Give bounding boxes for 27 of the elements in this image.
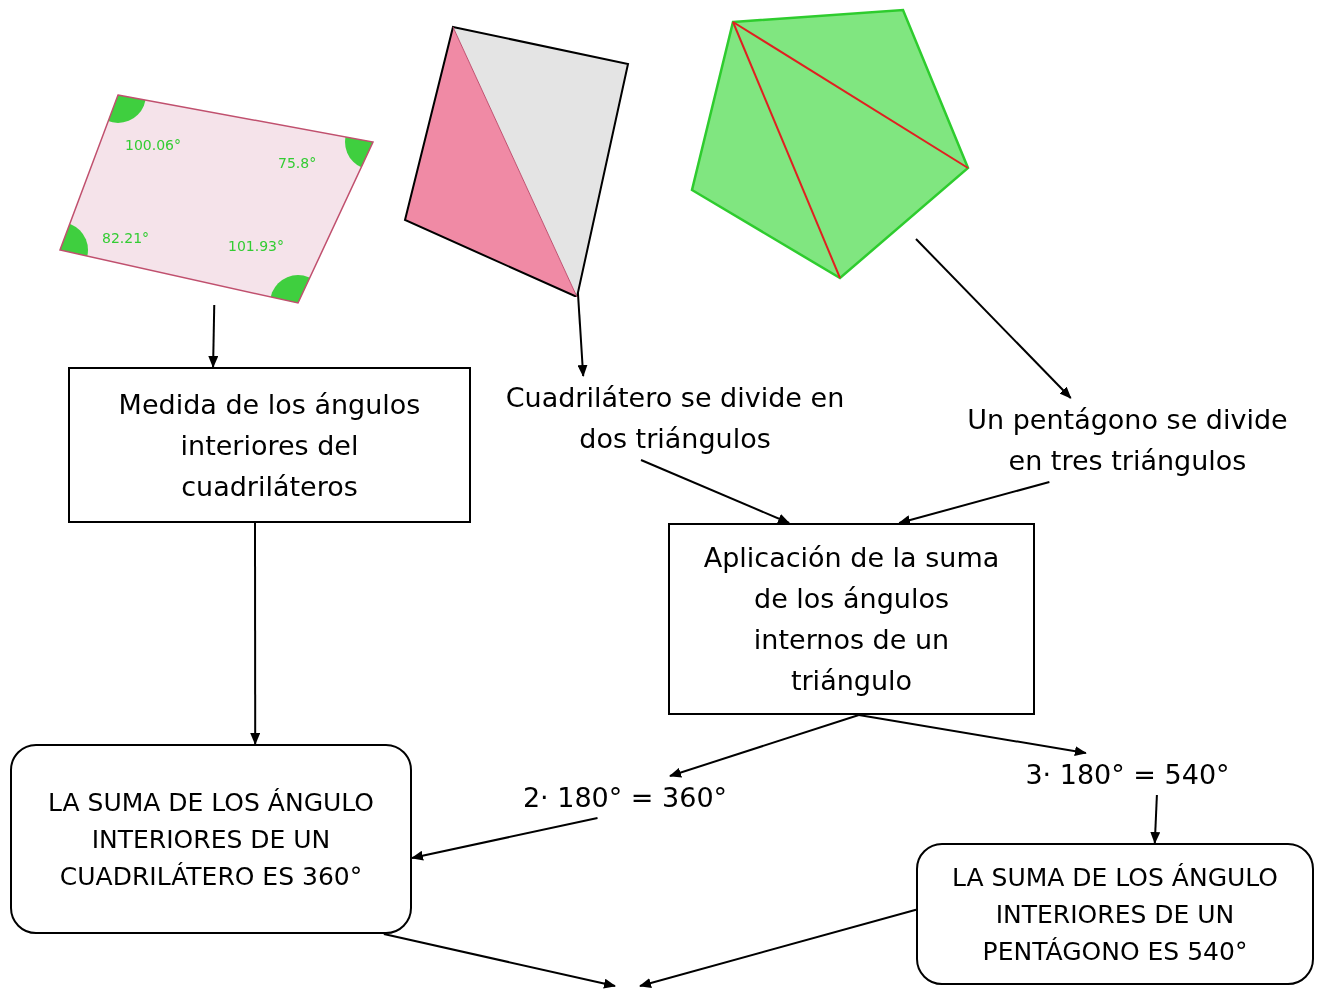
arrow — [250, 522, 261, 745]
arrow — [1150, 794, 1161, 844]
box-text: Medida de los ángulos interiores del cuadriláteros — [117, 387, 422, 504]
conclusion-box — [916, 843, 1314, 985]
arrow — [669, 714, 860, 778]
calculation-text: 2· 180° = 360° — [522, 780, 728, 815]
angle-label: 100.06° — [125, 137, 181, 153]
box-text: Aplicación de la suma de los ángulos internos de un triángulo — [702, 541, 1001, 698]
step-text: Cuadrilátero se divide en dos triángulos — [505, 381, 845, 456]
step-text: Un pentágono se divide en tres triángulos — [966, 403, 1289, 478]
box-text: LA SUMA DE LOS ÁNGULO INTERIORES DE UN CUADRILÁTERO ES 360° — [46, 786, 376, 893]
arrow — [857, 714, 1087, 757]
process-box — [68, 367, 471, 523]
arrow — [915, 238, 1072, 399]
box-text: LA SUMA DE LOS ÁNGULO INTERIORES DE UN PENTÁGONO ES 540° — [950, 861, 1280, 968]
arrow — [382, 933, 616, 989]
arrow — [208, 304, 219, 368]
arrow — [411, 817, 599, 861]
calculation-text: 3· 180° = 540° — [1025, 757, 1230, 792]
arrow — [640, 459, 791, 524]
arrow — [639, 908, 917, 988]
process-box — [668, 523, 1035, 715]
conclusion-box — [10, 744, 412, 934]
angle-label: 82.21° — [102, 230, 150, 246]
arrow — [898, 481, 1051, 525]
angle-label: 101.93° — [228, 238, 284, 254]
angle-label: 75.8° — [278, 155, 317, 171]
